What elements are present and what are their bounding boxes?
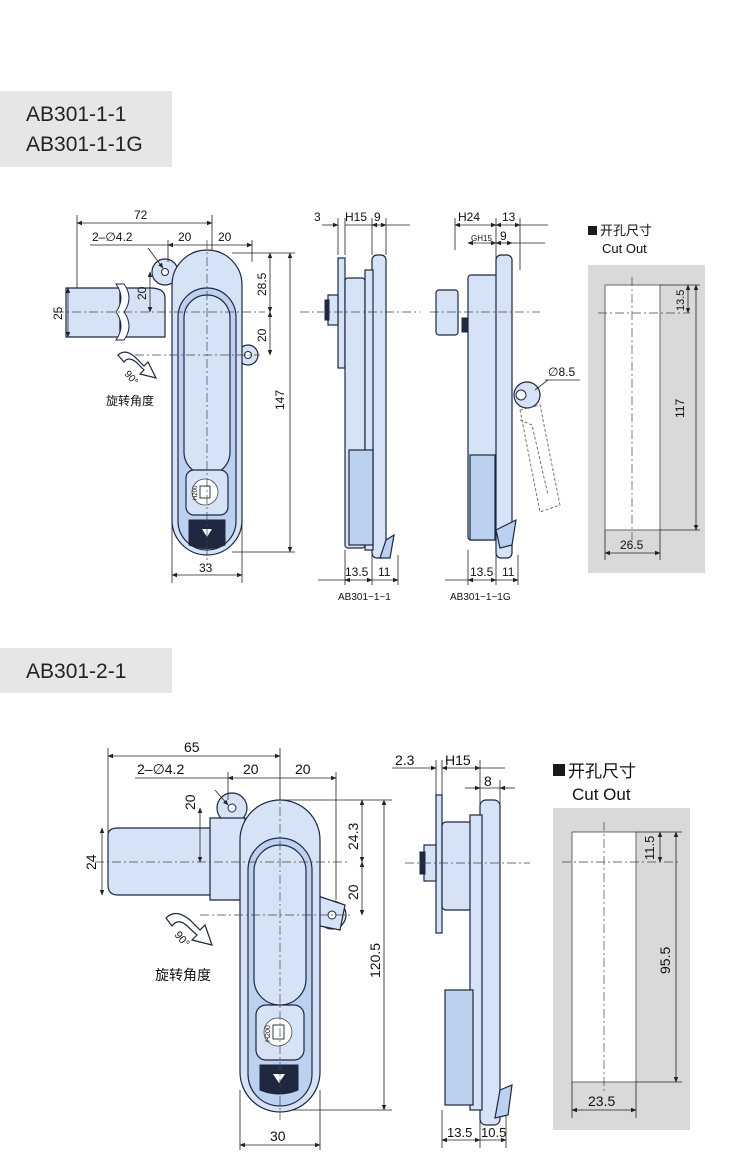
side-view-3: 2.3 H15 8 13.5 10.5: [392, 752, 530, 1148]
dim-label: 13.5: [675, 290, 687, 311]
dim-label: 117: [673, 399, 687, 418]
model-name: AB301-1-1: [26, 103, 127, 126]
dim-label: H15: [445, 752, 471, 768]
rotation-arrow-icon: 90°: [117, 351, 158, 388]
dim-label: 20: [178, 230, 192, 244]
dim-label: 20: [255, 328, 269, 342]
square-bullet-icon: [588, 226, 597, 235]
dim-label: 147: [273, 390, 287, 410]
cutout-1: 开孔尺寸 Cut Out 13.5 117 26.5: [588, 223, 705, 573]
dim-label: 65: [184, 739, 200, 755]
dim-label: 13.5: [345, 565, 369, 579]
dim-label: 2.3: [395, 752, 415, 768]
front-view-2: 65 2–∅4.2 20 20 20 24.3 24 20 120.5 30 9…: [83, 739, 392, 1150]
section-1-model-label: AB301-1-1 AB301-1-1G: [0, 91, 172, 167]
dim-label: ∅8.5: [548, 365, 575, 379]
dim-label: 28.5: [255, 272, 269, 296]
cutout-title-cn: 开孔尺寸: [600, 223, 652, 238]
dim-label: 3: [314, 210, 321, 224]
cutout-title-en: Cut Out: [572, 785, 631, 804]
rotation-angle: 90°: [122, 369, 140, 388]
dim-label: 33: [199, 561, 213, 575]
dim-label: 13: [502, 210, 516, 224]
dim-label: 24.3: [345, 823, 361, 850]
dim-label: 20: [182, 794, 198, 810]
side-view-1: 3 H15 9 13.5 11 AB301−1−1: [300, 210, 420, 603]
dim-label: 11: [502, 565, 515, 579]
dim-label: 13.5: [447, 1125, 472, 1140]
dim-label: GH15: [471, 234, 492, 243]
rotation-label: 旋转角度: [106, 393, 154, 408]
cylinder-code: H200: [193, 485, 199, 500]
dim-label: H24: [458, 210, 480, 224]
dim-label: H15: [345, 210, 367, 224]
dim-label: 9: [374, 210, 381, 224]
dim-label: 11: [378, 565, 391, 579]
dim-label: 20: [218, 230, 232, 244]
dim-label: 20: [135, 286, 149, 300]
cutout-title-en: Cut Out: [602, 241, 647, 256]
cutout-2: 开孔尺寸 Cut Out 11.5 95.5 23.5: [553, 762, 690, 1130]
square-bullet-icon: [553, 764, 565, 776]
dim-label: 120.5: [367, 943, 383, 978]
dim-label: 20: [345, 884, 361, 900]
dim-label: 30: [270, 1128, 286, 1144]
dim-label: 72: [134, 208, 148, 222]
dim-label: 10.5: [481, 1125, 506, 1140]
rotation-label: 旋转角度: [155, 967, 211, 983]
front-view-1: 72 2–∅4.2 20 20 28.5 20 25 20 147 33 90°…: [51, 208, 295, 583]
dim-label: 2–∅4.2: [137, 761, 184, 777]
dim-label: 8: [484, 773, 492, 789]
cylinder-code: H200: [265, 1025, 272, 1042]
rotation-arrow-icon: 90°: [165, 912, 213, 950]
side-view-2: H24 13 GH15 9 ∅8.5 13.5 11 AB301−1−1G: [430, 210, 580, 603]
dim-label: 24: [83, 854, 99, 870]
cutout-title-cn: 开孔尺寸: [568, 762, 636, 781]
rotation-angle: 90°: [172, 929, 192, 949]
dim-label: 26.5: [620, 538, 644, 552]
dim-label: 2–∅4.2: [92, 230, 133, 244]
dim-label: 20: [295, 761, 311, 777]
section-2-model-label: AB301-2-1: [0, 648, 172, 693]
dim-label: 23.5: [588, 1093, 615, 1109]
view-caption: AB301−1−1: [338, 592, 391, 603]
dim-label: 25: [51, 306, 65, 320]
model-name: AB301-1-1G: [26, 133, 143, 156]
dim-label: 95.5: [657, 947, 673, 974]
model-name: AB301-2-1: [26, 660, 127, 683]
view-caption: AB301−1−1G: [450, 592, 511, 603]
dim-label: 9: [500, 229, 507, 243]
dim-label: 13.5: [470, 565, 494, 579]
dim-label: 11.5: [642, 836, 657, 860]
dim-label: 20: [243, 761, 259, 777]
